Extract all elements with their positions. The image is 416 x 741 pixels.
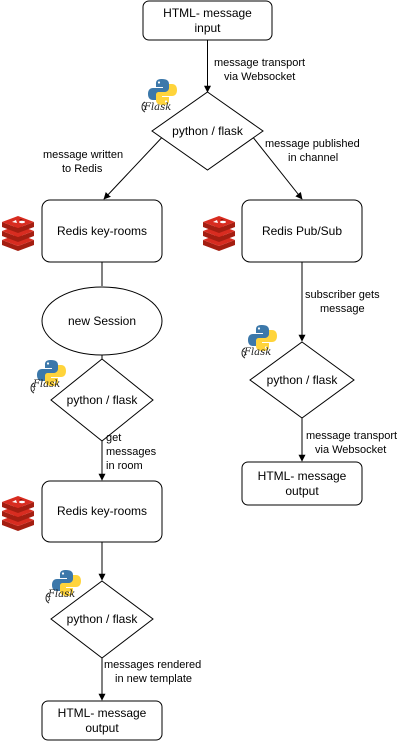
flask-left-node-2: python / flask (50, 580, 154, 659)
html-output-right-line-2: output (285, 484, 319, 498)
html-output-bottom-line-1: HTML- message (58, 706, 147, 720)
new-session-node: new Session (41, 286, 163, 356)
edge-label-written-redis: message written to Redis (43, 149, 123, 175)
html-input-node: HTML- message input (142, 0, 273, 41)
redis-logo-icon (2, 216, 34, 251)
edge-label-transport-right: message transport via Websocket (306, 430, 397, 456)
svg-text:subscriber gets: subscriber gets (305, 289, 380, 301)
flask-right-node: python / flask (249, 341, 355, 419)
svg-text:message transport: message transport (306, 430, 397, 442)
svg-text:Flask: Flask (143, 102, 171, 113)
new-session-label: new Session (68, 314, 136, 328)
svg-text:message transport: message transport (214, 57, 305, 69)
flask-left-label-2: python / flask (67, 612, 139, 626)
svg-text:in room: in room (106, 460, 143, 472)
svg-text:messages: messages (106, 446, 157, 458)
svg-text:to Redis: to Redis (62, 163, 103, 175)
svg-text:in new template: in new template (115, 673, 192, 685)
svg-text:Flask: Flask (243, 347, 271, 358)
redis-pubsub-label: Redis Pub/Sub (262, 224, 342, 238)
flask-left-node-1: python / flask (50, 358, 154, 442)
svg-text:via Websocket: via Websocket (224, 71, 295, 83)
html-output-bottom-line-2: output (85, 721, 119, 735)
flask-left-label-1: python / flask (67, 393, 139, 407)
edges (98, 40, 306, 701)
flask-top-label: python / flask (172, 124, 244, 138)
svg-text:in channel: in channel (288, 152, 338, 164)
edge-label-get-messages: get messages in room (106, 432, 157, 472)
edge-label-transport-top: message transport via Websocket (214, 57, 305, 83)
edge-flask-to-redis-rooms (103, 130, 169, 200)
flask-python-logo-icon: Flask (45, 569, 82, 604)
flask-right-label: python / flask (267, 373, 339, 387)
redis-rooms-node-1: Redis key-rooms (41, 199, 163, 263)
edge-label-rendered: messages rendered in new template (104, 659, 201, 685)
svg-text:Flask: Flask (32, 379, 60, 390)
html-output-bottom-node: HTML- message output (41, 700, 163, 741)
redis-rooms-label-1: Redis key-rooms (57, 224, 147, 238)
svg-text:messages rendered: messages rendered (104, 659, 201, 671)
html-output-right-line-1: HTML- message (258, 469, 347, 483)
redis-pubsub-node: Redis Pub/Sub (241, 199, 363, 263)
flask-python-logo-icon: Flask (141, 78, 178, 113)
redis-logo-icon (2, 496, 34, 531)
redis-rooms-node-2: Redis key-rooms (41, 480, 163, 543)
html-input-line-1: HTML- message (163, 6, 252, 20)
redis-logo-icon (203, 216, 235, 251)
svg-text:message written: message written (43, 149, 123, 161)
svg-text:via Websocket: via Websocket (315, 444, 386, 456)
svg-text:message: message (320, 303, 365, 315)
edge-label-published: message published in channel (265, 138, 360, 164)
edge-label-subscriber: subscriber gets message (305, 289, 380, 315)
html-output-right-node: HTML- message output (241, 461, 363, 506)
edge-flask-to-pubsub (247, 130, 303, 200)
svg-text:get: get (106, 432, 121, 444)
flask-python-logo-icon: Flask (241, 324, 278, 359)
svg-text:message published: message published (265, 138, 360, 150)
redis-rooms-label-2: Redis key-rooms (57, 504, 147, 518)
html-input-line-2: input (194, 21, 221, 35)
flask-python-logo-icon: Flask (30, 359, 67, 394)
svg-text:Flask: Flask (47, 589, 75, 600)
flask-top-node: python / flask (151, 91, 264, 171)
